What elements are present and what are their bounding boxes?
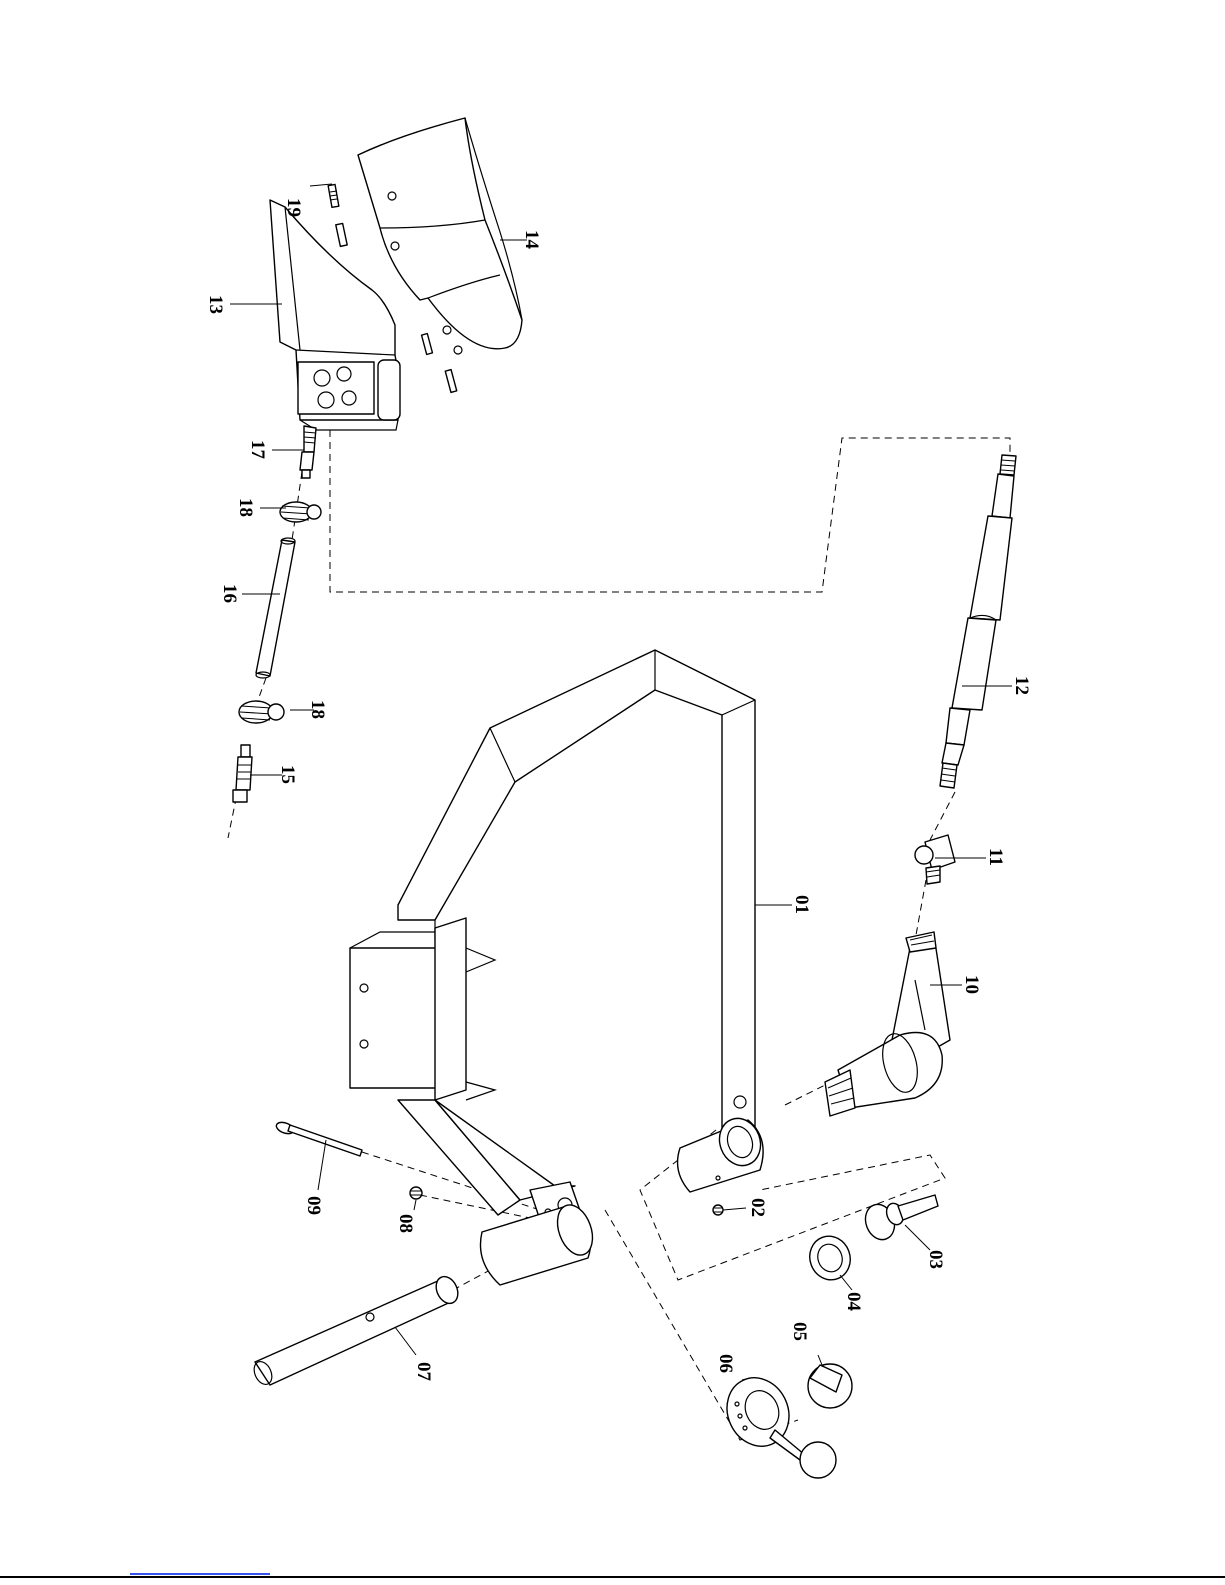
callout-18-lower: 18 [307,700,328,719]
part-04-bushing [804,1230,857,1285]
callout-09: 09 [303,1196,324,1215]
callout-10: 10 [961,975,982,994]
part-18-clamp-upper [280,502,321,522]
callout-11: 11 [985,848,1006,866]
callout-03: 03 [925,1250,946,1269]
part-08-nut [410,1187,422,1199]
callout-08: 08 [395,1214,416,1233]
callout-14: 14 [521,230,542,250]
callout-12: 12 [1011,676,1032,695]
callout-16: 16 [219,584,240,603]
part-18-clamp-lower [239,701,284,723]
part-05-cap [808,1364,852,1408]
callout-17: 17 [247,440,268,460]
callout-15: 15 [277,765,298,784]
part-17-fitting [300,426,316,478]
callout-05: 05 [789,1322,810,1341]
callout-06: 06 [715,1354,736,1373]
part-12-shaft [940,455,1016,788]
part-16-hose [256,538,295,678]
part-11-collar [915,835,955,884]
assembly-dashed-lines [228,430,1010,1440]
part-15-fitting [233,745,252,802]
part-10-elbow [825,932,950,1116]
callout-02: 02 [747,1198,768,1217]
callout-04: 04 [843,1292,864,1312]
callout-18-upper: 18 [235,498,256,517]
callout-13: 13 [205,295,226,314]
footer-rule [0,1576,1225,1578]
callout-07: 07 [413,1362,434,1382]
callout-19: 19 [283,198,304,217]
part-03-pivot-pin [861,1195,938,1244]
callout-01: 01 [791,895,812,914]
footer-link-underline [130,1573,270,1575]
part-09-pin [275,1120,362,1156]
part-13-bracket [270,200,400,430]
